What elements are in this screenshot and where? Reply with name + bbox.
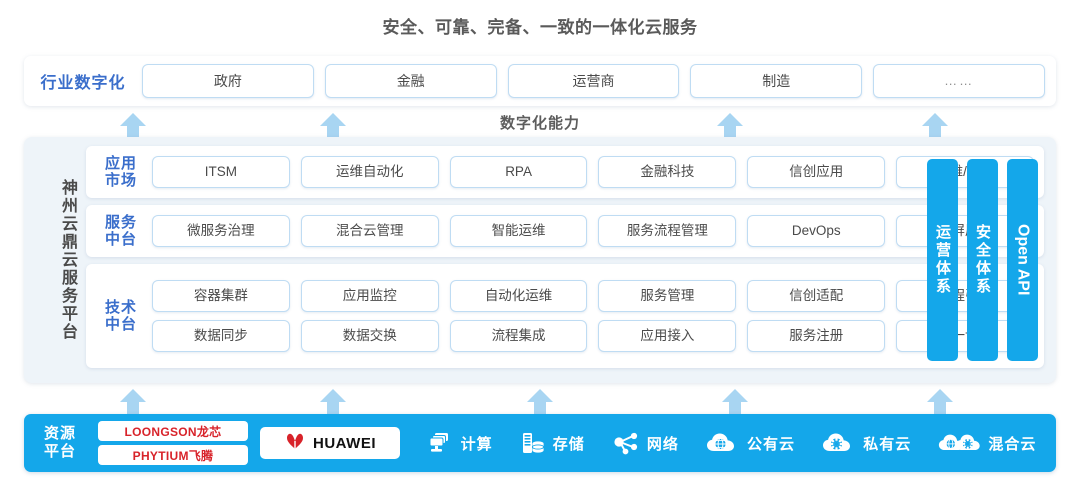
industry-row-label: 行业数字化 xyxy=(40,75,126,92)
industry-box-finance[interactable]: 金融 xyxy=(324,64,497,98)
tile-container-cluster[interactable]: 容器集群 xyxy=(152,280,290,312)
tile-process-integration[interactable]: 流程集成 xyxy=(449,320,588,352)
band-label-line1: 应用 xyxy=(104,154,137,172)
logo-phytium[interactable]: PHYTIUM飞腾 xyxy=(98,445,248,465)
tile-row: 数据同步 数据交换 流程集成 应用接入 服务注册 统一认证 xyxy=(152,320,1034,352)
industry-box-manufacturing[interactable]: 制造 xyxy=(690,64,863,98)
logo-loongson[interactable]: LOONGSON龙芯 xyxy=(98,421,248,441)
resource-item-label: 混合云 xyxy=(988,435,1037,453)
tile-automated-ops[interactable]: 自动化运维 xyxy=(449,280,588,312)
resource-item-private-cloud[interactable]: 私有云 xyxy=(822,431,911,455)
tile-service-registry[interactable]: 服务注册 xyxy=(747,320,886,352)
resource-item-list: 计算 存储 xyxy=(400,431,1056,455)
tile-row: ITSM 运维自动化 RPA 金融科技 信创应用 运维/运营 xyxy=(152,156,1034,188)
resource-item-label: 公有云 xyxy=(747,435,796,453)
pillar-security-system[interactable]: 安全体系 xyxy=(967,159,998,361)
resource-item-storage[interactable]: 存储 xyxy=(520,431,585,455)
tile-xinchuang-app[interactable]: 信创应用 xyxy=(747,156,886,188)
resource-platform-label: 资源 平台 xyxy=(24,425,96,461)
huawei-wordmark: HUAWEI xyxy=(313,434,376,452)
tile-fintech[interactable]: 金融科技 xyxy=(598,156,737,188)
industry-box-more[interactable]: …… xyxy=(873,64,1045,98)
band-technical-midplatform: 技术 中台 容器集群 应用监控 自动化运维 服务管理 信创适配 流程引擎 数据同… xyxy=(86,264,1044,368)
band-label-line2: 市场 xyxy=(104,172,137,189)
tile-app-access[interactable]: 应用接入 xyxy=(598,320,737,352)
chip-vendor-column: LOONGSON龙芯 PHYTIUM飞腾 xyxy=(98,421,248,465)
resource-item-hybrid-cloud[interactable]: 混合云 xyxy=(938,431,1036,455)
page-title: 安全、可靠、完备、一致的一体化云服务 xyxy=(382,18,698,37)
tile-hybrid-cloud-mgmt[interactable]: 混合云管理 xyxy=(300,215,439,247)
band-body-application-market: ITSM 运维自动化 RPA 金融科技 信创应用 运维/运营 xyxy=(148,156,1034,188)
pillar-open-api[interactable]: Open API xyxy=(1007,159,1038,361)
band-service-midplatform: 服务 中台 微服务治理 混合云管理 智能运维 服务流程管理 DevOps 大屏展… xyxy=(86,205,1044,257)
band-label-line1: 服务 xyxy=(104,213,137,231)
band-label-service-midplatform: 服务 中台 xyxy=(94,214,148,249)
hybrid-cloud-icon xyxy=(938,431,985,455)
band-label-line2: 中台 xyxy=(104,231,137,248)
storage-icon xyxy=(520,431,546,455)
tile-itsm[interactable]: ITSM xyxy=(152,156,290,188)
tile-data-exchange[interactable]: 数据交换 xyxy=(300,320,439,352)
band-body-technical-midplatform: 容器集群 应用监控 自动化运维 服务管理 信创适配 流程引擎 数据同步 数据交换… xyxy=(148,280,1034,352)
tile-row: 微服务治理 混合云管理 智能运维 服务流程管理 DevOps 大屏展示 xyxy=(152,215,1034,247)
resource-item-label: 计算 xyxy=(460,435,493,453)
resource-item-public-cloud[interactable]: 公有云 xyxy=(706,431,795,455)
band-body-service-midplatform: 微服务治理 混合云管理 智能运维 服务流程管理 DevOps 大屏展示 xyxy=(148,215,1034,247)
resource-item-label: 网络 xyxy=(646,435,679,453)
tile-service-process-mgmt[interactable]: 服务流程管理 xyxy=(598,215,737,247)
network-icon xyxy=(612,431,640,455)
resource-label-line2: 平台 xyxy=(43,443,76,460)
public-cloud-icon xyxy=(706,431,740,455)
logo-huawei[interactable]: HUAWEI xyxy=(260,427,400,459)
platform-band-stack: 应用 市场 ITSM 运维自动化 RPA 金融科技 信创应用 运维/运营 xyxy=(86,146,1044,374)
huawei-flower-icon xyxy=(284,432,306,455)
pillar-group: 运营体系 安全体系 Open API xyxy=(927,159,1038,361)
band-label-line2: 中台 xyxy=(104,316,137,333)
tile-row: 容器集群 应用监控 自动化运维 服务管理 信创适配 流程引擎 xyxy=(152,280,1034,312)
tile-ops-automation[interactable]: 运维自动化 xyxy=(300,156,439,188)
private-cloud-icon xyxy=(822,431,856,455)
tile-service-management[interactable]: 服务管理 xyxy=(598,280,737,312)
tile-microservice-governance[interactable]: 微服务治理 xyxy=(152,215,290,247)
resource-item-network[interactable]: 网络 xyxy=(612,431,679,455)
band-application-market: 应用 市场 ITSM 运维自动化 RPA 金融科技 信创应用 运维/运营 xyxy=(86,146,1044,198)
tile-xinchuang-adaptation[interactable]: 信创适配 xyxy=(747,280,886,312)
resource-item-label: 存储 xyxy=(552,435,585,453)
cloud-service-platform-panel: 神州云鼎云服务平台 应用 市场 ITSM 运维自动化 RPA 金融科技 信创应用… xyxy=(24,137,1056,383)
pillar-operations-system[interactable]: 运营体系 xyxy=(927,159,958,361)
tile-data-sync[interactable]: 数据同步 xyxy=(152,320,290,352)
resource-label-line1: 资源 xyxy=(43,425,76,442)
resource-platform-bar: 资源 平台 LOONGSON龙芯 PHYTIUM飞腾 HUAWEI xyxy=(24,414,1056,472)
capability-label: 数字化能力 xyxy=(499,115,580,132)
tile-intelligent-ops[interactable]: 智能运维 xyxy=(449,215,588,247)
band-label-application-market: 应用 市场 xyxy=(94,155,148,190)
tile-devops[interactable]: DevOps xyxy=(747,215,886,247)
tile-app-monitoring[interactable]: 应用监控 xyxy=(300,280,439,312)
industry-box-telecom[interactable]: 运营商 xyxy=(507,64,680,98)
tile-rpa[interactable]: RPA xyxy=(449,156,588,188)
resource-item-compute[interactable]: 计算 xyxy=(428,431,493,455)
industry-box-government[interactable]: 政府 xyxy=(142,64,314,98)
industry-digitalization-row: 行业数字化 政府 金融 运营商 制造 …… xyxy=(24,56,1056,106)
band-label-technical-midplatform: 技术 中台 xyxy=(94,299,148,334)
resource-item-label: 私有云 xyxy=(863,435,912,453)
compute-icon xyxy=(428,431,454,455)
band-label-line1: 技术 xyxy=(104,298,137,316)
industry-box-list: 政府 金融 运营商 制造 …… xyxy=(142,64,1056,98)
platform-vertical-label: 神州云鼎云服务平台 xyxy=(59,179,76,341)
